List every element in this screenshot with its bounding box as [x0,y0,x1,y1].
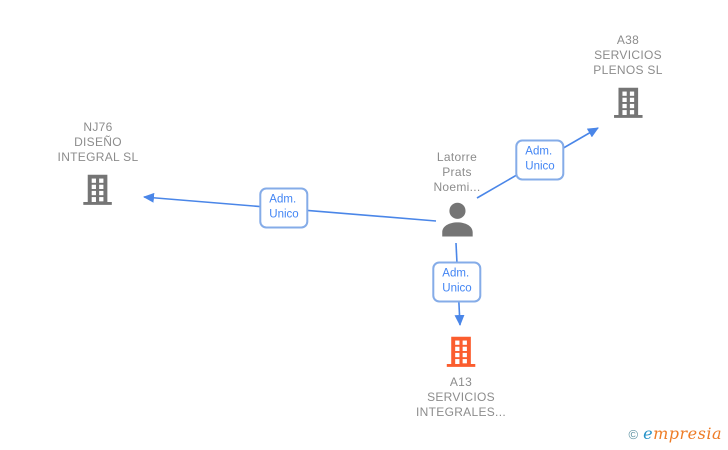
edge-label-adm-unico: Adm. Unico [259,187,309,229]
brand-first-letter: e [643,424,654,443]
company-name-line: INTEGRAL SL [57,150,139,164]
person-name: Latorre Prats Noemi... [433,150,480,195]
person-name-line: Prats [442,165,472,179]
brand-rest: mpresia [653,424,722,443]
company-name-line: NJ76 [83,120,113,134]
company-name: A38 SERVICIOS PLENOS SL [593,33,662,78]
person-icon [435,198,479,242]
company-name-line: A38 [616,33,640,47]
node-company-a13[interactable]: A13 SERVICIOS INTEGRALES... [416,332,506,420]
company-name-line: PLENOS SL [593,63,663,77]
company-name-line: INTEGRALES... [416,405,506,419]
edge-label-line: Adm. [269,193,297,206]
copyright-icon: © [628,427,639,442]
building-icon [609,83,647,121]
person-name-line: Noemi... [433,180,481,194]
company-name: NJ76 DISEÑO INTEGRAL SL [58,120,139,165]
building-icon [79,170,117,208]
person-name-line: Latorre [436,150,478,164]
brand-wordmark: empresia [643,424,722,443]
building-icon [442,332,480,370]
node-person-latorre-prats-noemi[interactable]: Latorre Prats Noemi... [433,150,480,242]
company-name-line: SERVICIOS [594,48,662,62]
edge-label-adm-unico: Adm. Unico [432,261,482,303]
edge-label-line: Unico [442,282,472,295]
node-company-a38[interactable]: A38 SERVICIOS PLENOS SL [593,33,662,121]
edge-label-line: Unico [525,160,555,173]
node-company-nj76[interactable]: NJ76 DISEÑO INTEGRAL SL [58,120,139,208]
empresia-logo[interactable]: © empresia [629,424,722,443]
company-name-line: DISEÑO [74,135,122,149]
edge-label-line: Adm. [442,267,470,280]
company-name-line: SERVICIOS [427,390,495,404]
edge-label-line: Adm. [525,145,553,158]
edge-label-line: Unico [269,208,299,221]
edge-label-adm-unico: Adm. Unico [515,139,565,181]
company-name-line: A13 [449,375,473,389]
company-name: A13 SERVICIOS INTEGRALES... [416,375,506,420]
